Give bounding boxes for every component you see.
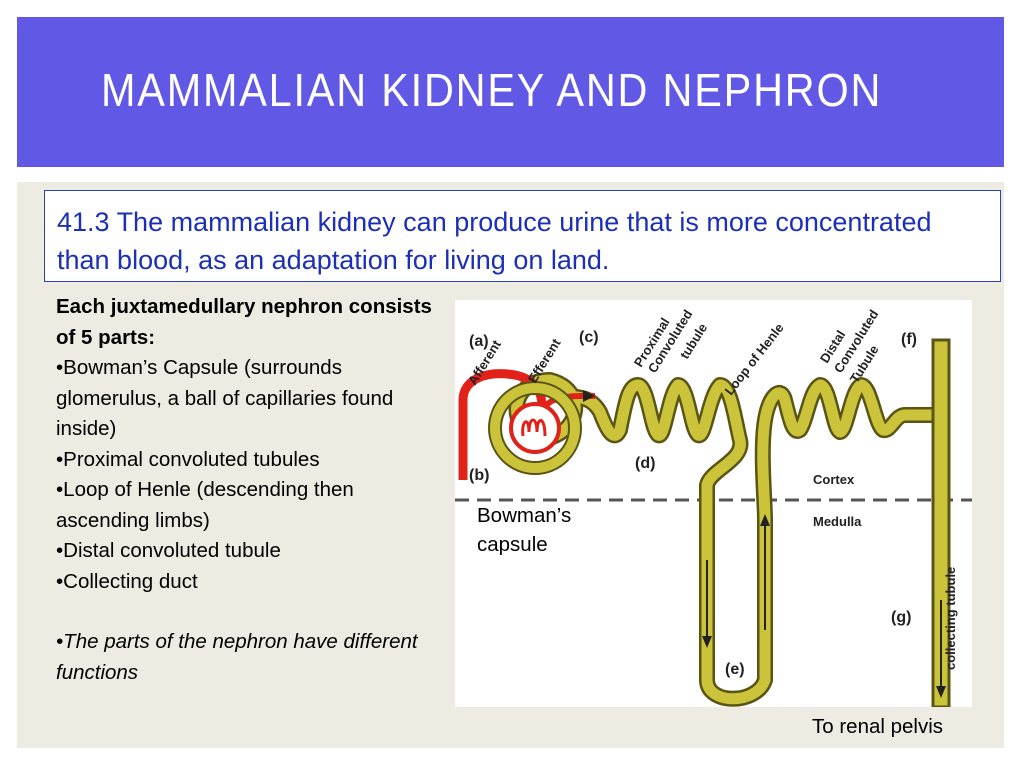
arrow-descending-icon	[702, 636, 712, 648]
note-collecting-duct: •Collecting duct	[56, 569, 198, 593]
slide-title: MAMMALIAN KIDNEY AND NEPHRON	[101, 64, 883, 116]
arrow-collecting-icon	[936, 686, 946, 698]
label-a: (a)	[469, 333, 489, 350]
note-conclusion: •The parts of the nephron have different…	[56, 630, 418, 684]
label-f: (f)	[901, 331, 917, 348]
note-loop-of-henle: •Loop of Henle (descending then ascendin…	[56, 478, 354, 532]
arrow-ascending-icon	[760, 514, 770, 526]
bowmans-capsule-line-2: capsule	[477, 533, 548, 556]
callout-box: 41.3 The mammalian kidney can produce ur…	[44, 190, 1001, 282]
nephron-notes: Each juxtamedullary nephron consists of …	[56, 292, 436, 688]
bowmans-capsule-line-1: Bowman’s	[477, 504, 572, 527]
label-g: (g)	[891, 609, 911, 626]
arrow-efferent-icon	[583, 390, 595, 402]
title-bar: MAMMALIAN KIDNEY AND NEPHRON	[17, 17, 1004, 167]
note-bowmans-capsule: •Bowman’s Capsule (surrounds glomerulus,…	[56, 356, 394, 440]
note-distal-tubule: •Distal convoluted tubule	[56, 539, 281, 562]
label-collecting-tubule: collecting tubule	[943, 567, 958, 670]
notes-spacer	[56, 597, 436, 627]
glomerulus	[509, 402, 561, 454]
bowmans-capsule-fill	[490, 383, 580, 473]
glomerulus-capillaries	[521, 418, 547, 437]
label-medulla: Medulla	[813, 514, 862, 529]
renal-pelvis-label: To renal pelvis	[812, 715, 944, 738]
label-d: (d)	[635, 455, 655, 472]
nephron-illustration: (a) (b) (c) (d) (e) (f) (g) Afferent Eff…	[455, 307, 972, 709]
notes-heading: Each juxtamedullary nephron consists of …	[56, 295, 432, 349]
bowmans-capsule-label: Bowman’s capsule	[477, 501, 597, 559]
label-b: (b)	[469, 467, 489, 484]
label-e: (e)	[725, 661, 745, 678]
nephron-diagram: (a) (b) (c) (d) (e) (f) (g) Afferent Eff…	[455, 300, 972, 709]
label-cortex: Cortex	[813, 472, 855, 487]
note-proximal-tubules: •Proximal convoluted tubules	[56, 447, 320, 471]
afferent-arteriole	[458, 369, 547, 480]
label-c: (c)	[579, 329, 599, 346]
